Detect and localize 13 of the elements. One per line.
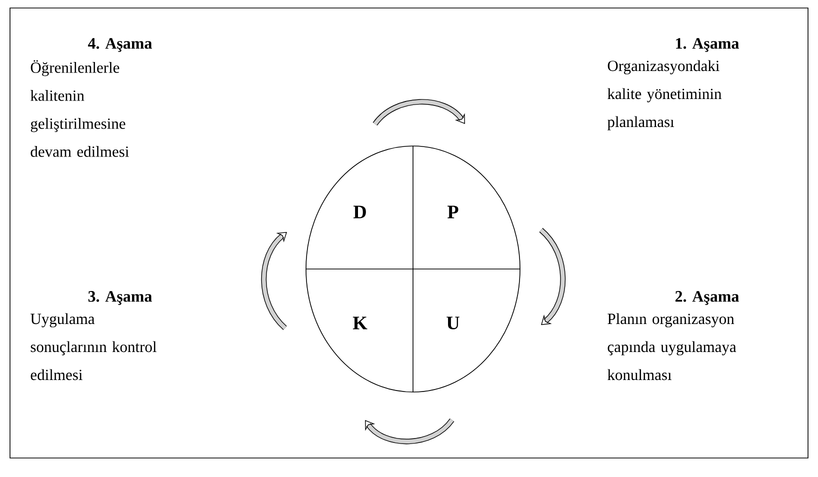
- stage-description: Uygulama sonuçlarının kontrol edilmesi: [30, 313, 156, 380]
- stage-description: Organizasyondaki kalite yönetiminin planlaması: [607, 60, 722, 130]
- quadrant-letter: U: [446, 316, 460, 330]
- quadrant-letter: D: [353, 206, 366, 218]
- stage-heading: 4. Aşama: [88, 38, 152, 52]
- stage-heading: 2. Aşama: [675, 291, 739, 305]
- stage-description: Öğrenilenlerle kalitenin geliştirilmesine devam edilmesi: [30, 60, 129, 157]
- stage-heading: 1. Aşama: [676, 38, 739, 52]
- cycle-circle: [306, 146, 520, 392]
- stage-description: Planın organizasyon çapında uygulamaya konulması: [608, 313, 736, 380]
- quadrant-letter: K: [352, 316, 368, 330]
- quadrant-letter: P: [448, 206, 458, 218]
- stage-heading: 3. Aşama: [88, 291, 152, 305]
